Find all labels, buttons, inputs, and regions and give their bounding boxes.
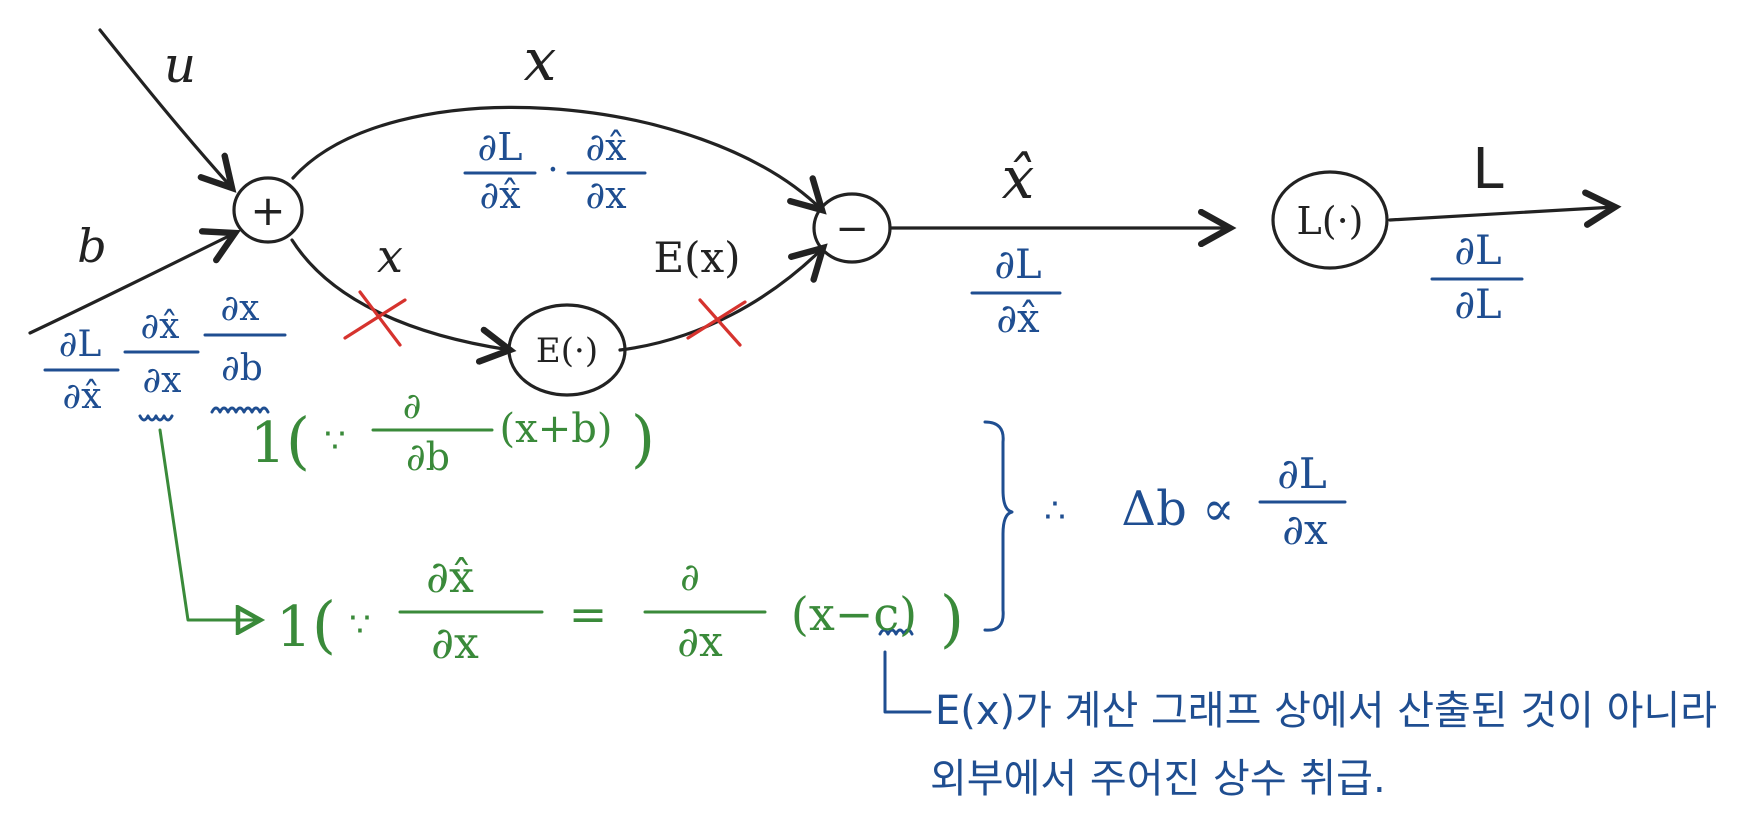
- derivation-second: 1 ( ∵ ∂x̂ ∂x = ∂ ∂x (x−c) ): [276, 552, 964, 669]
- deriv2-num1: ∂x̂: [426, 552, 474, 603]
- grad-top-den1: ∂x̂: [479, 173, 520, 217]
- label-expectation-out: E(x): [653, 233, 740, 282]
- deriv1-one: 1: [250, 411, 286, 476]
- note-line1: E(x)가 계산 그래프 상에서 산출된 것이 아니라: [935, 688, 1717, 734]
- grad-out-den: ∂L: [1454, 282, 1501, 328]
- squiggle-underlines: [138, 406, 914, 636]
- deriv1-open: (: [286, 404, 310, 477]
- node-minus: −: [812, 192, 892, 264]
- deriv2-equals: =: [569, 587, 608, 641]
- blocked-mark-right: [686, 298, 747, 347]
- grad-b-num1: ∂L: [59, 324, 102, 365]
- label-top-x: x: [524, 26, 557, 94]
- blocked-mark-left: [343, 290, 407, 347]
- grad-xhat-num: ∂L: [994, 242, 1041, 288]
- label-b: b: [77, 219, 106, 273]
- grad-b-den3: ∂b: [221, 348, 263, 389]
- gradient-top-edge: ∂L ∂x̂ · ∂x̂ ∂x: [463, 125, 647, 217]
- grad-b-den1: ∂x̂: [63, 376, 102, 417]
- blocked-gradient-marks: [343, 290, 747, 347]
- node-loss-function: L(·): [1271, 170, 1389, 270]
- deriv2-open: (: [312, 588, 336, 661]
- node-expectation-label: E(·): [536, 331, 598, 371]
- deriv2-num2: ∂: [680, 555, 700, 599]
- edge-labels: u b x x E(x) x̂ L: [77, 26, 1503, 283]
- conclusion-therefore: ∴: [1044, 491, 1066, 531]
- node-minus-label: −: [835, 206, 869, 252]
- conclusion-den: ∂x: [1282, 505, 1328, 554]
- gradient-b-edge: ∂L ∂x̂ ∂x̂ ∂x ∂x ∂b: [43, 288, 287, 417]
- grouping-brace: [983, 420, 1014, 632]
- deriv2-den2: ∂x: [677, 617, 723, 666]
- grad-top-dot: ·: [547, 150, 558, 191]
- green-connector-arrow: [158, 428, 258, 620]
- edge-plus-to-expectation: [290, 238, 510, 350]
- label-x-hat: x̂: [1002, 144, 1035, 212]
- grad-b-den2: ∂x: [143, 360, 182, 401]
- gradient-output-edge: ∂L ∂L: [1430, 228, 1524, 328]
- deriv2-expr: (x−c): [791, 587, 917, 641]
- grad-top-num2: ∂x̂: [585, 125, 626, 169]
- edge-expectation-to-minus: [618, 248, 823, 352]
- label-lower-x: x: [377, 229, 403, 283]
- conclusion-num: ∂L: [1277, 449, 1327, 498]
- grad-b-num2: ∂x̂: [141, 306, 180, 347]
- node-loss-label: L(·): [1297, 199, 1364, 243]
- edge-b-to-plus: [28, 233, 235, 335]
- label-output-L: L: [1472, 137, 1503, 202]
- edge-u-to-plus: [98, 28, 232, 188]
- edge-plus-to-minus-top: [291, 105, 822, 210]
- deriv2-one: 1: [276, 595, 312, 660]
- note-line2: 외부에서 주어진 상수 취급.: [930, 756, 1386, 802]
- deriv1-expr: (x+b): [500, 406, 613, 452]
- node-plus-label: +: [250, 186, 285, 235]
- grad-b-num3: ∂x: [221, 288, 260, 329]
- conclusion-lhs: Δb ∝: [1121, 481, 1234, 537]
- deriv1-num: ∂: [403, 386, 422, 427]
- deriv1-den: ∂b: [406, 435, 450, 479]
- gradient-x-hat-edge: ∂L ∂x̂: [970, 242, 1062, 342]
- deriv2-close: ): [940, 582, 964, 655]
- grad-out-num: ∂L: [1454, 228, 1501, 274]
- node-expectation: E(·): [507, 303, 627, 397]
- deriv1-close: ): [631, 402, 655, 475]
- note-connector: [883, 650, 932, 714]
- derivation-first: 1 ( ∵ ∂ ∂b (x+b) ): [250, 386, 655, 479]
- korean-note: E(x)가 계산 그래프 상에서 산출된 것이 아니라 외부에서 주어진 상수 …: [930, 688, 1717, 802]
- grad-xhat-den: ∂x̂: [996, 296, 1040, 342]
- edge-loss-output: [1388, 207, 1615, 220]
- deriv2-because: ∵: [349, 605, 371, 645]
- deriv2-den1: ∂x: [431, 618, 479, 669]
- graph-edges: [28, 28, 1615, 352]
- deriv1-because: ∵: [324, 421, 346, 461]
- conclusion: ∴ Δb ∝ ∂L ∂x: [1044, 449, 1347, 554]
- label-u: u: [164, 36, 196, 94]
- node-plus: +: [232, 176, 304, 244]
- grad-top-num1: ∂L: [478, 125, 523, 169]
- grad-top-den2: ∂x: [585, 173, 626, 217]
